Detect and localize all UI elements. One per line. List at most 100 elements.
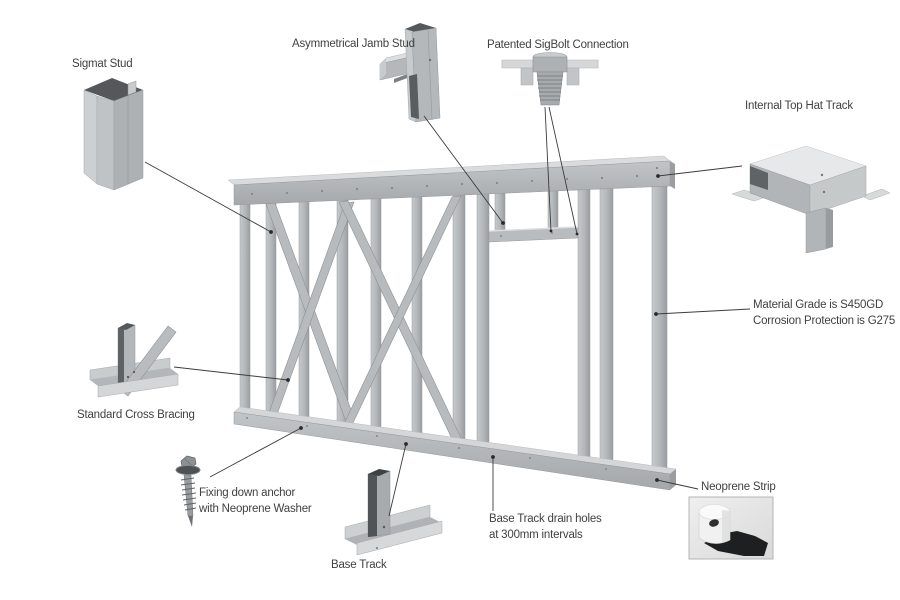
callout-text: Neoprene Strip bbox=[701, 481, 776, 493]
jamb-screw-dot bbox=[428, 58, 432, 62]
callout-text: Fixing down anchor bbox=[199, 487, 296, 499]
callout-text: with Neoprene Washer bbox=[199, 502, 312, 515]
screw-drill-tip bbox=[188, 516, 193, 527]
base-front-wall bbox=[97, 373, 179, 398]
callout-text: Internal Top Hat Track bbox=[745, 100, 853, 112]
callout-material-grade: Material Grade is S450GD Corrosion Prote… bbox=[753, 298, 895, 329]
stud bbox=[265, 201, 277, 419]
callout-text: Standard Cross Bracing bbox=[77, 409, 195, 421]
stud-right-corner bbox=[651, 185, 668, 475]
stud bbox=[411, 195, 423, 440]
screw-hex-edge bbox=[183, 457, 193, 467]
callout-text: Sigmat Stud bbox=[72, 58, 133, 70]
top-hat-track-illustration bbox=[731, 145, 891, 254]
asymmetrical-jamb-stud-illustration bbox=[379, 23, 441, 123]
leader-sigbolt-a bbox=[544, 106, 552, 232]
leader-jamb-stud bbox=[423, 115, 504, 224]
callout-internal-top-hat-track: Internal Top Hat Track bbox=[745, 99, 853, 115]
hat-open-shadow bbox=[750, 166, 768, 190]
diagonal-brace bbox=[119, 325, 177, 397]
neoprene-strip-photo bbox=[688, 496, 774, 560]
leader-top-hat-track bbox=[657, 165, 743, 177]
bracket-right-plate bbox=[566, 59, 599, 69]
bolt-head-body bbox=[532, 56, 568, 73]
neoprene-roll-shade bbox=[722, 510, 730, 542]
door-header-highlight bbox=[488, 226, 579, 232]
cripple-stud bbox=[494, 192, 506, 232]
hat-right-flange bbox=[861, 188, 891, 201]
stud-below-front bbox=[805, 207, 827, 254]
callout-sigmat-stud: Sigmat Stud bbox=[72, 57, 133, 73]
track-floor bbox=[345, 517, 442, 545]
track-shadow bbox=[394, 73, 410, 83]
stud-right-face bbox=[113, 89, 144, 191]
stud-below-side bbox=[826, 208, 833, 249]
leader-sigmat-stud bbox=[144, 161, 272, 233]
stud-open-top bbox=[84, 78, 143, 101]
hat-screw-dot bbox=[822, 190, 826, 194]
leader-lines bbox=[144, 106, 751, 517]
base-track-illustration bbox=[344, 469, 443, 556]
stud-lip bbox=[127, 80, 137, 96]
callout-text: at 300mm intervals bbox=[489, 528, 583, 541]
callout-neoprene-strip: Neoprene Strip bbox=[701, 480, 776, 496]
stud-front-face bbox=[96, 95, 115, 191]
callout-text: Base Track bbox=[331, 559, 387, 571]
bottom-track bbox=[233, 406, 677, 491]
callout-asymmetrical-jamb-stud: Asymmetrical Jamb Stud bbox=[292, 37, 415, 53]
callout-base-track-drain-holes: Base Track drain holes at 300mm interval… bbox=[489, 512, 602, 543]
neoprene-roll-core-hole bbox=[709, 519, 719, 527]
bolt-threads bbox=[537, 75, 563, 101]
track-end-cap bbox=[380, 58, 386, 80]
callout-base-track: Base Track bbox=[331, 558, 387, 574]
track-front-wall bbox=[356, 520, 443, 556]
anchor-screw-illustration bbox=[175, 455, 201, 527]
jamb-open-top bbox=[405, 23, 436, 34]
door-jamb-left bbox=[476, 192, 490, 449]
hat-right-face bbox=[809, 165, 867, 216]
bracket-right-flange bbox=[566, 67, 580, 86]
callout-text: Patented SigBolt Connection bbox=[487, 39, 629, 51]
leader-sigbolt-b bbox=[548, 106, 578, 235]
hat-screw-dot bbox=[820, 173, 824, 177]
cross-braces bbox=[265, 195, 464, 444]
leader-base-track bbox=[388, 443, 407, 517]
stud bbox=[599, 187, 614, 467]
sigmat-stud-illustration bbox=[83, 78, 144, 191]
track-screw-dot bbox=[382, 525, 386, 529]
track-screw-dot bbox=[375, 546, 379, 550]
screw-threads bbox=[180, 477, 197, 511]
stud-open-top bbox=[118, 323, 135, 330]
callout-text: Base Track drain holes bbox=[489, 513, 602, 525]
screw-washer bbox=[175, 465, 201, 475]
sigbolt-illustration bbox=[501, 52, 599, 106]
bottom-track-end-cap bbox=[670, 469, 676, 490]
top-track-end-cap bbox=[670, 161, 675, 189]
callout-standard-cross-bracing: Standard Cross Bracing bbox=[77, 408, 195, 424]
screw-dots bbox=[246, 166, 659, 470]
jamb-inner-channel bbox=[409, 74, 419, 119]
bracket-left-flange bbox=[520, 67, 534, 86]
leader-neoprene-strip bbox=[656, 479, 699, 490]
stud-dark-face bbox=[368, 473, 377, 537]
bracing-screw-dot bbox=[132, 370, 136, 374]
leader-cross-bracing bbox=[173, 366, 289, 381]
door-opening-frame bbox=[488, 189, 579, 243]
cross-bracing-illustration bbox=[89, 323, 179, 398]
bracing-screw-dot bbox=[126, 375, 130, 379]
leader-anchor bbox=[209, 427, 302, 478]
wall-frame bbox=[227, 155, 677, 491]
callout-text: Material Grade is S450GD bbox=[753, 299, 884, 311]
top-track bbox=[227, 155, 675, 206]
stud bbox=[370, 197, 382, 434]
callout-sigbolt-connection: Patented SigBolt Connection bbox=[487, 38, 629, 54]
callout-fixing-down-anchor: Fixing down anchor with Neoprene Washer bbox=[199, 486, 312, 517]
bracket-left-plate bbox=[501, 59, 534, 69]
stud bbox=[452, 193, 466, 446]
stud-open-top bbox=[368, 469, 390, 476]
stud-left-face bbox=[83, 89, 98, 185]
stud bbox=[239, 202, 251, 415]
callout-text: Asymmetrical Jamb Stud bbox=[292, 38, 415, 50]
